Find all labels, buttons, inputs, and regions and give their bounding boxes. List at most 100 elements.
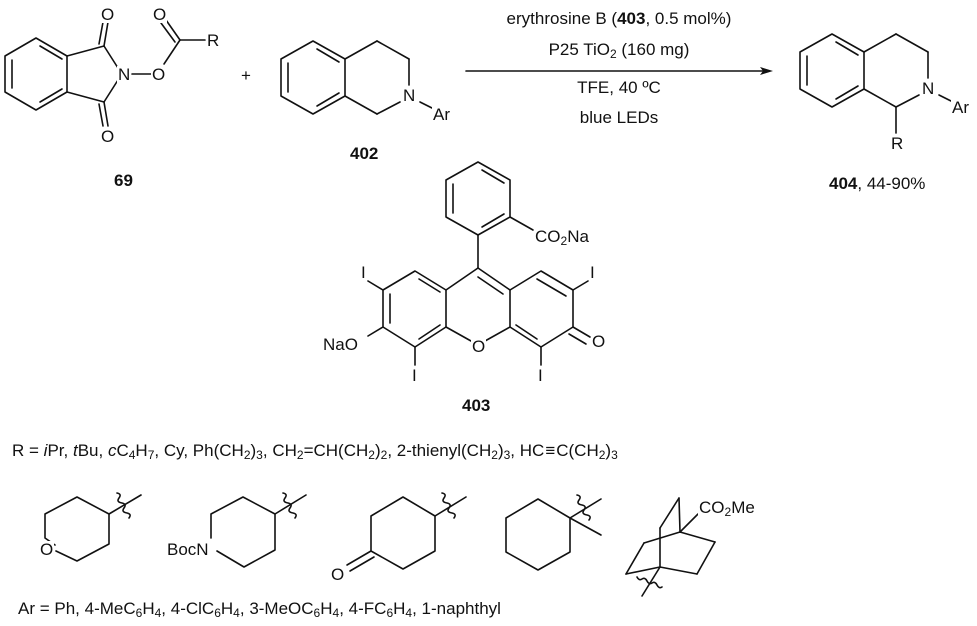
c-i-bond	[572, 280, 589, 291]
formula-text: CH	[272, 441, 297, 460]
aromatic-double-bond	[39, 88, 63, 103]
atom-label-o: O	[591, 332, 607, 351]
formula-text: Ph(CH	[192, 441, 244, 460]
atom-label-o: O	[100, 5, 116, 24]
atom-text: CO	[535, 227, 561, 246]
aromatic-double-bond	[481, 169, 505, 184]
bond	[509, 216, 534, 231]
atom-label-nao: NaO	[322, 335, 359, 354]
formula-text: H	[142, 599, 155, 618]
bond	[344, 95, 378, 115]
reactant-402-structure	[280, 40, 433, 115]
c-i-bond	[367, 280, 384, 291]
subscript: 2	[296, 448, 304, 462]
formula-text: H	[220, 599, 234, 618]
oxane-ring	[44, 496, 110, 562]
list-separator: ,	[161, 599, 171, 618]
formula-text: C(CH	[556, 441, 599, 460]
atom-label-n: N	[117, 65, 132, 84]
plus-sign: +	[241, 66, 251, 85]
ar-group-item: 4-MeC6H4	[85, 599, 162, 620]
piperidine-ring	[210, 496, 276, 568]
bond	[66, 45, 105, 57]
subscript: 6	[386, 606, 394, 620]
formula-text: H	[320, 599, 333, 618]
subscript: 3	[256, 448, 263, 462]
r-group-item: cC4H7	[108, 441, 155, 462]
formula-text: )	[374, 441, 381, 460]
compound-reference-403: 403	[617, 9, 646, 28]
aromatic-double-bond	[481, 213, 505, 228]
formula-text: 4-FC	[348, 599, 387, 618]
formula-text: )	[250, 441, 257, 460]
list-separator: ,	[510, 441, 520, 460]
r-group-list: R = iPr, tBu, cC4H7, Cy, Ph(CH2)3, CH2=C…	[12, 441, 618, 462]
aromatic-double-bond	[835, 85, 859, 100]
bond	[103, 79, 119, 103]
aromatic-double-bond	[316, 92, 340, 107]
formula-text: 4-ClC	[170, 599, 215, 618]
formula-text: =CH(CH	[303, 441, 369, 460]
subscript: 2	[380, 448, 388, 462]
wavy-bond-icon	[282, 492, 297, 519]
atom-text: Me	[731, 498, 755, 517]
catalyst-403-structure	[367, 161, 591, 366]
aromatic-double-bond	[418, 278, 441, 293]
atom-label-o: O	[152, 5, 168, 24]
product-404-structure	[799, 33, 952, 134]
atom-label-ar: Ar	[951, 98, 970, 117]
reactant-69-structure	[4, 19, 206, 127]
formula-text: t	[72, 441, 78, 460]
compound-number-404: 404	[829, 174, 858, 193]
subscript: 2	[560, 234, 568, 248]
aromatic-double-bond	[418, 324, 441, 340]
condition-text: (160 mg)	[616, 40, 690, 59]
ar-group-item: 4-ClC6H4	[170, 599, 240, 619]
bond	[659, 497, 680, 529]
aromatic-double-bond	[316, 48, 340, 63]
atom-label-n: N	[402, 86, 417, 105]
atom-label-o: O	[100, 127, 116, 146]
carbonyl-bond	[98, 103, 104, 127]
formula-text: H	[135, 441, 148, 460]
condition-light-source: blue LEDs	[579, 108, 659, 127]
co2me-bond	[679, 513, 699, 533]
cyclohexanone-ring	[370, 496, 436, 570]
atom-label-ar: Ar	[432, 105, 451, 124]
atom-text: Na	[567, 227, 589, 246]
list-separator: ,	[412, 599, 422, 618]
r-group-item: iPr	[44, 441, 64, 460]
subscript: 3	[503, 448, 511, 462]
r-group-item: CH2=CH(CH2)2	[272, 441, 388, 462]
condition-catalyst: erythrosine B (403, 0.5 mol%)	[459, 10, 779, 27]
compound-number-69: 69	[114, 171, 133, 190]
subscript: 2	[243, 448, 251, 462]
aromatic-double-bond	[39, 45, 63, 60]
list-separator: ,	[154, 441, 164, 460]
bond	[103, 45, 119, 69]
r-group-item: HC≡C(CH2)3	[520, 441, 618, 462]
subscript: 7	[147, 448, 155, 462]
subscript: 6	[135, 606, 143, 620]
subscript: 2	[609, 47, 617, 61]
n-ar-bond	[419, 101, 433, 109]
bond	[66, 91, 105, 103]
atom-label-o: O	[151, 65, 167, 84]
subscript: 3	[611, 448, 618, 462]
bond	[659, 566, 698, 575]
formula-text: C	[116, 441, 129, 460]
atom-label-i: I	[589, 263, 596, 282]
subscript: 2	[724, 505, 732, 519]
double-bond	[536, 278, 567, 297]
bond	[445, 326, 472, 342]
ar-group-item: 1-naphthyl	[422, 599, 501, 618]
bond	[679, 531, 716, 543]
atom-label-co2me: CO2Me	[698, 498, 756, 519]
formula-text: Pr	[47, 441, 64, 460]
formula-text: 1-naphthyl	[421, 599, 501, 618]
bond	[696, 541, 716, 575]
benzene-ring	[4, 37, 68, 111]
r-group-bicyclooctyl	[625, 497, 716, 597]
product-label: 404, 44-90%	[829, 175, 925, 192]
